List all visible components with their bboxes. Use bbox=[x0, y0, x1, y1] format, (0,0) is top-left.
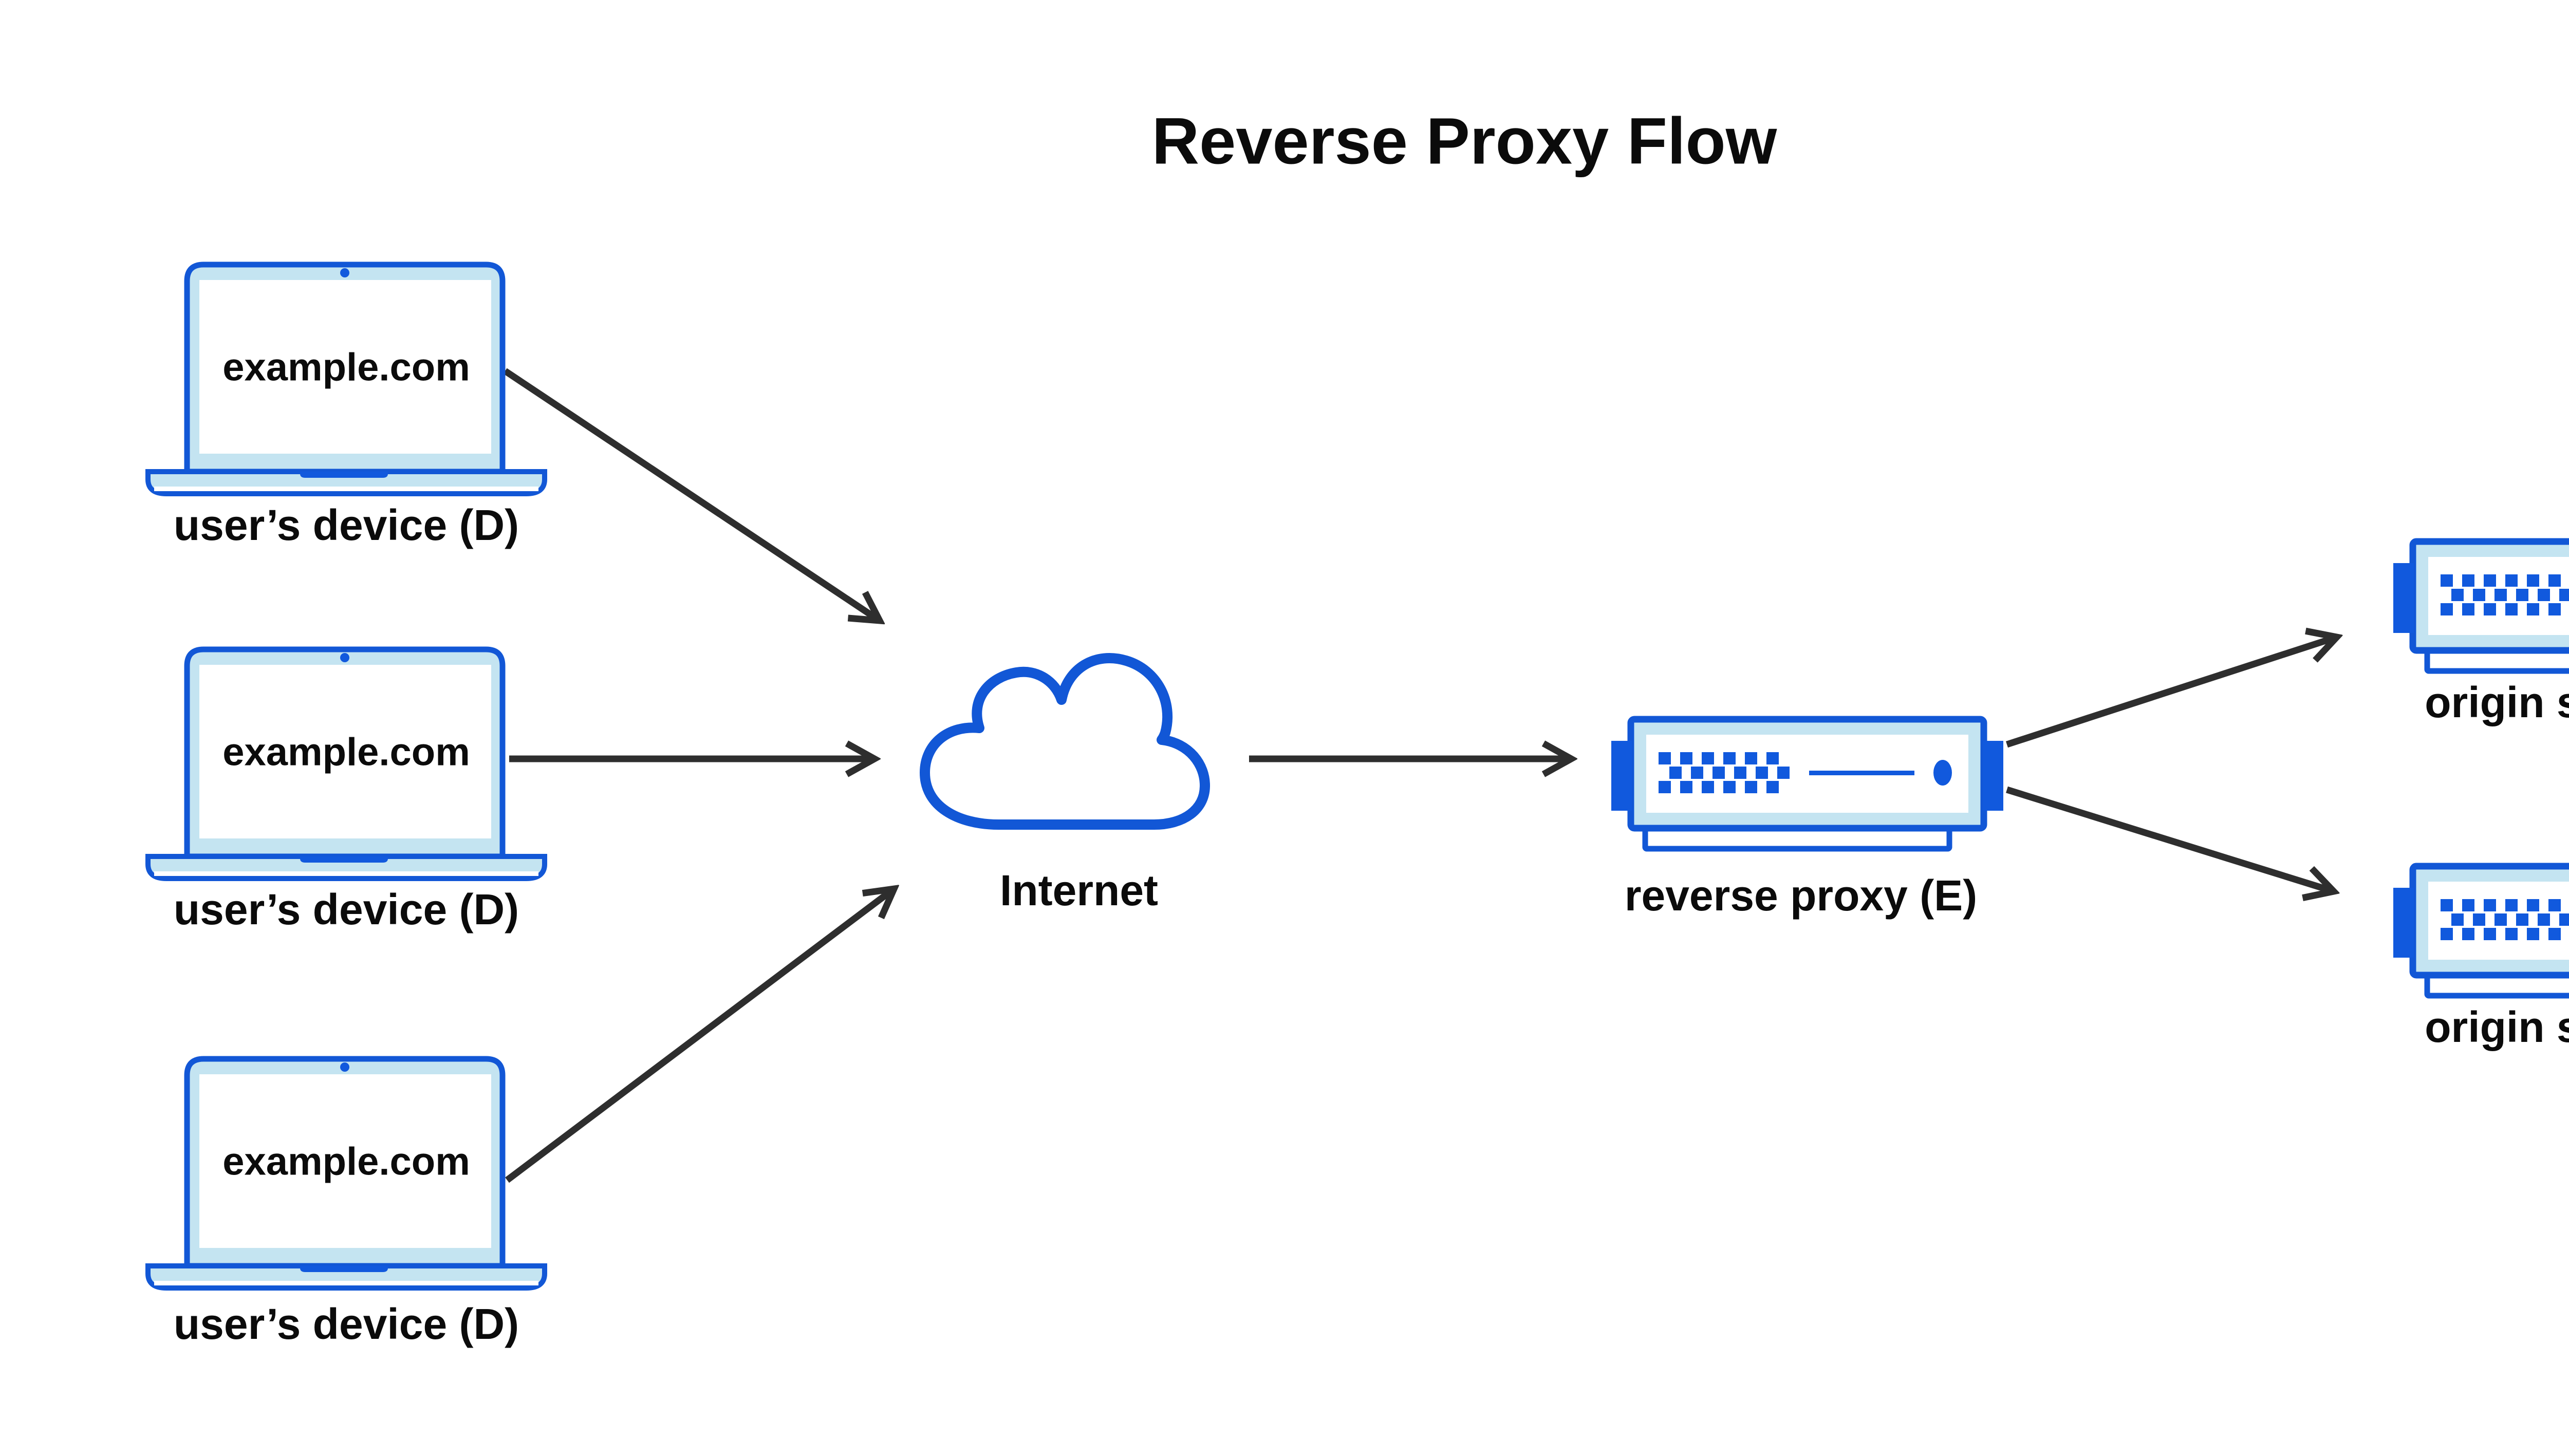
server-icon bbox=[2393, 542, 2569, 671]
server-icon bbox=[2393, 866, 2569, 996]
device1-label: user’s device (D) bbox=[174, 501, 519, 549]
device1-screen-text: example.com bbox=[222, 346, 470, 389]
device3-label: user’s device (D) bbox=[174, 1300, 519, 1348]
page-title: Reverse Proxy Flow bbox=[1152, 105, 1777, 178]
device2-label: user’s device (D) bbox=[174, 885, 519, 934]
arrow-device3-to-internet bbox=[505, 889, 894, 1183]
node-origin-server-1: origin server (F) bbox=[2393, 542, 2569, 726]
node-user-device-2: example.com user’s device (D) bbox=[148, 649, 545, 934]
node-origin-server-2: origin server (F) bbox=[2393, 866, 2569, 1051]
arrow-proxy-to-origin2 bbox=[2006, 786, 2334, 891]
node-user-device-3: example.com user’s device (D) bbox=[148, 1059, 545, 1348]
origin-server1-label: origin server (F) bbox=[2425, 678, 2569, 726]
node-user-device-1: example.com user’s device (D) bbox=[148, 265, 545, 549]
cloud-icon bbox=[920, 653, 1211, 830]
node-reverse-proxy: reverse proxy (E) bbox=[1611, 719, 2003, 920]
arrow-proxy-to-origin1 bbox=[2005, 637, 2337, 748]
node-internet: Internet bbox=[920, 653, 1211, 914]
internet-label: Internet bbox=[1000, 866, 1158, 914]
flow-arrows bbox=[503, 368, 2337, 1183]
server-icon bbox=[1611, 719, 2003, 849]
reverse-proxy-label: reverse proxy (E) bbox=[1625, 871, 1977, 920]
origin-server2-label: origin server (F) bbox=[2425, 1003, 2569, 1051]
device2-screen-text: example.com bbox=[222, 731, 470, 774]
arrow-device1-to-internet bbox=[503, 368, 880, 621]
device3-screen-text: example.com bbox=[222, 1140, 470, 1184]
